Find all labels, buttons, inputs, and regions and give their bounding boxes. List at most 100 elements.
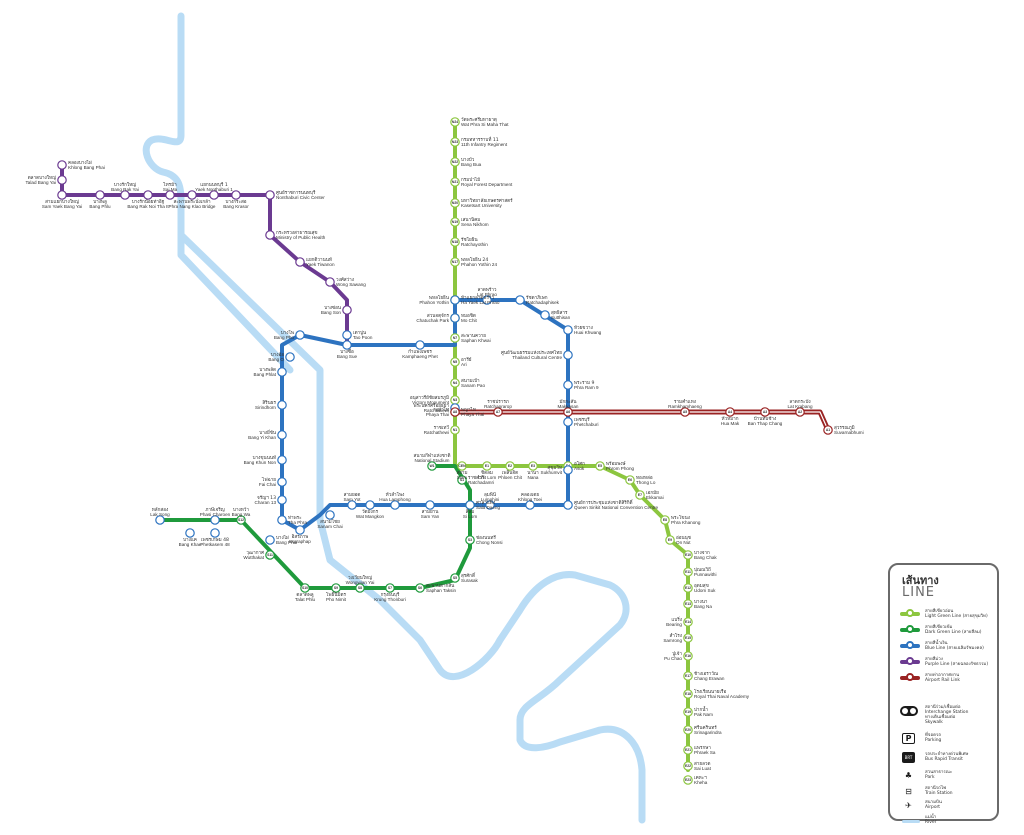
station-krung-thonburi-marker[interactable] [385, 583, 395, 593]
station-ban-thap-chang-marker[interactable] [760, 407, 770, 417]
station-itsaraphap-marker[interactable] [295, 525, 305, 535]
station-national-stadium-marker[interactable] [427, 461, 437, 471]
station-thailand-cultural-centre-marker[interactable] [563, 350, 573, 360]
station-wutthakat-marker[interactable] [265, 550, 275, 560]
station-fai-chai[interactable] [277, 477, 287, 487]
station-phahon-yothin-24-marker[interactable] [450, 257, 460, 267]
station-khlong-bang-phai-marker[interactable] [57, 160, 67, 170]
station-ratchayothin-marker[interactable] [450, 237, 460, 247]
station-ratchayothin[interactable]: N18 [450, 237, 460, 247]
station-phasi-charoen[interactable] [210, 515, 220, 525]
station-pu-chao-marker[interactable] [683, 651, 693, 661]
station-ratchadamri-marker[interactable] [457, 475, 467, 485]
station-bang-son[interactable] [342, 305, 352, 315]
station-national-stadium[interactable]: W1 [427, 461, 437, 471]
station-makkasan[interactable]: A6 [563, 407, 573, 417]
station-bang-khae-marker[interactable] [185, 528, 195, 538]
station-nana[interactable]: E3 [528, 461, 538, 471]
station-bang-wa[interactable]: S12 [236, 515, 246, 525]
station-sam-yan-marker[interactable] [425, 500, 435, 510]
station-sam-yan[interactable] [425, 500, 435, 510]
station-phetchaburi[interactable] [563, 417, 573, 427]
station-phloen-chit[interactable]: E2 [505, 461, 515, 471]
station-phetkasem-48-marker[interactable] [210, 528, 220, 538]
station-bang-bua-marker[interactable] [450, 157, 460, 167]
station-sanam-pao-marker[interactable] [450, 378, 460, 388]
station-phaya-thai[interactable]: A8 [450, 407, 460, 417]
station-bang-phlat-marker[interactable] [277, 367, 287, 377]
station-saphan-taksin-marker[interactable] [415, 583, 425, 593]
station-bang-chak[interactable]: E10 [683, 550, 693, 560]
station-bang-na[interactable]: E13 [683, 599, 693, 609]
station-kasetsart-university[interactable]: N20 [450, 198, 460, 208]
station-lat-krabang-marker[interactable] [795, 407, 805, 417]
station-hua-mak-marker[interactable] [725, 407, 735, 417]
station-sanam-pao[interactable]: N4 [450, 378, 460, 388]
station-saphan-taksin[interactable]: S6 [415, 583, 425, 593]
station-sam-yaek-bang-yai[interactable] [57, 190, 67, 200]
station-phasi-charoen-marker[interactable] [210, 515, 220, 525]
station-bearing[interactable]: E14 [683, 617, 693, 627]
station-pho-nimit-marker[interactable] [331, 583, 341, 593]
station-punnawithi[interactable]: E11 [683, 567, 693, 577]
station-kamphaeng-phet-marker[interactable] [415, 340, 425, 350]
station-si-lom-marker[interactable] [465, 500, 475, 510]
station-srinagarindra[interactable]: E20 [683, 725, 693, 735]
station-phraek-sa-marker[interactable] [683, 745, 693, 755]
station-ban-thap-chang[interactable]: A3 [760, 407, 770, 417]
station-talad-bang-yai[interactable] [57, 175, 67, 185]
station-sena-nikhom[interactable]: N19 [450, 217, 460, 227]
station-ekkamai[interactable]: E7 [635, 490, 645, 500]
station-srinagarindra-marker[interactable] [683, 725, 693, 735]
station-fai-chai-marker[interactable] [277, 477, 287, 487]
station-chatuchak-park-marker[interactable] [450, 313, 460, 323]
station-bang-o[interactable] [285, 352, 295, 362]
station-pak-nam[interactable]: E19 [683, 707, 693, 717]
station-chang-erawan[interactable]: E17 [683, 671, 693, 681]
station-phra-khanong-marker[interactable] [660, 515, 670, 525]
station-hua-mak[interactable]: A4 [725, 407, 735, 417]
station-huai-khwang[interactable] [563, 325, 573, 335]
station-11th-infantry-regiment[interactable]: N23 [450, 137, 460, 147]
station-ratchadaphisek[interactable] [515, 295, 525, 305]
station-bang-phlu[interactable] [95, 190, 105, 200]
station-wat-mangkon-marker[interactable] [365, 500, 375, 510]
station-si-lom[interactable] [465, 500, 475, 510]
station-queen-sirikit-national-convention-centre[interactable] [563, 500, 573, 510]
station-ratchaprarop[interactable]: A7 [493, 407, 503, 417]
station-chong-nonsi[interactable]: S3 [465, 535, 475, 545]
station-phetchaburi-marker[interactable] [563, 417, 573, 427]
station-sam-yot[interactable] [347, 500, 357, 510]
station-sena-nikhom-marker[interactable] [450, 217, 460, 227]
station-nonthaburi-civic-center[interactable] [265, 190, 275, 200]
station-khlong-toei[interactable] [525, 500, 535, 510]
station-bang-wa-marker[interactable] [236, 515, 246, 525]
station-chong-nonsi-marker[interactable] [465, 535, 475, 545]
station-sirindhorn-marker[interactable] [277, 400, 287, 410]
station-bang-sue-marker[interactable] [342, 340, 352, 350]
station-lat-krabang[interactable]: A2 [795, 407, 805, 417]
station-sutthisan[interactable] [540, 310, 550, 320]
station-phra-ram-9[interactable] [563, 380, 573, 390]
station-sirindhorn[interactable] [277, 400, 287, 410]
station-phra-ram-9-marker[interactable] [563, 380, 573, 390]
station-phaya-thai-marker[interactable] [450, 407, 460, 417]
station-royal-forest-department-marker[interactable] [450, 177, 460, 187]
station-phahon-yothin-24[interactable]: N17 [450, 257, 460, 267]
station-saphan-khwai[interactable]: N7 [450, 333, 460, 343]
station-bang-phlu-marker[interactable] [95, 190, 105, 200]
station-kasetsart-university-marker[interactable] [450, 198, 460, 208]
station-on-nut[interactable]: E9 [665, 535, 675, 545]
station-bang-pho[interactable] [295, 330, 305, 340]
station-krung-thonburi[interactable]: S7 [385, 583, 395, 593]
station-ratchathewi-marker[interactable] [450, 425, 460, 435]
station-yaek-tiwanon[interactable] [295, 257, 305, 267]
station-bang-chak-marker[interactable] [683, 550, 693, 560]
station-surasak-marker[interactable] [450, 573, 460, 583]
station-wat-phra-si-maha-that[interactable]: N24 [450, 117, 460, 127]
station-lat-phrao[interactable] [482, 295, 492, 305]
station-royal-thai-naval-academy[interactable]: E18 [683, 689, 693, 699]
station-ministry-of-public-health-marker[interactable] [265, 230, 275, 240]
station-bang-krasor[interactable] [231, 190, 241, 200]
station-bang-o-marker[interactable] [285, 352, 295, 362]
